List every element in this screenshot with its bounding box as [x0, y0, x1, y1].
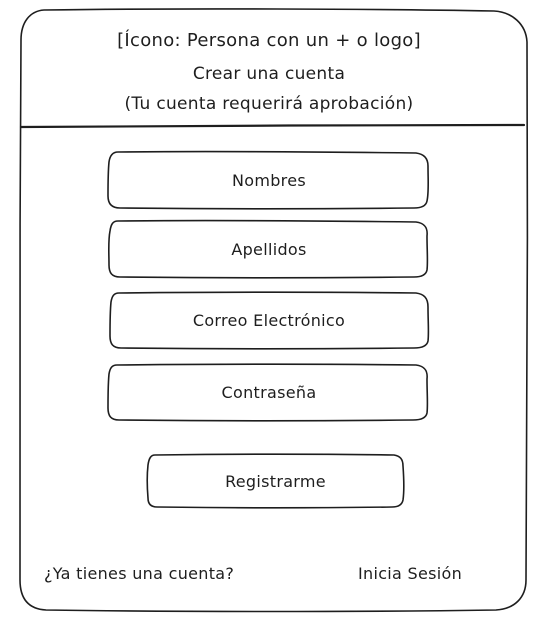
email-box — [109, 291, 430, 350]
page-title: Crear una cuenta — [192, 64, 346, 84]
register-button-label: Registrarme — [225, 471, 326, 491]
register-button[interactable]: Registrarme — [148, 455, 403, 507]
login-link[interactable]: Inicia Sesión — [358, 564, 463, 583]
password-placeholder: Contraseña — [221, 383, 317, 402]
icon-placeholder-text: [Ícono: Persona con un + o logo] — [117, 30, 421, 51]
last-name-placeholder: Apellidos — [231, 240, 307, 259]
first-name-placeholder: Nombres — [231, 171, 306, 190]
approval-note: (Tu cuenta requerirá aprobación) — [124, 94, 414, 114]
email-placeholder: Correo Electrónico — [192, 311, 346, 330]
last-name-box — [107, 219, 429, 279]
has-account-text: ¿Ya tienes una cuenta? — [44, 564, 235, 583]
register-box — [146, 453, 405, 509]
first-name-box — [107, 150, 430, 210]
first-name-input[interactable]: Nombres — [110, 153, 428, 208]
last-name-input[interactable]: Apellidos — [110, 222, 428, 277]
email-input[interactable]: Correo Electrónico — [110, 293, 428, 348]
card-border — [18, 8, 529, 613]
password-box — [107, 363, 429, 422]
password-input[interactable]: Contraseña — [110, 365, 428, 420]
header-divider — [19, 123, 526, 129]
